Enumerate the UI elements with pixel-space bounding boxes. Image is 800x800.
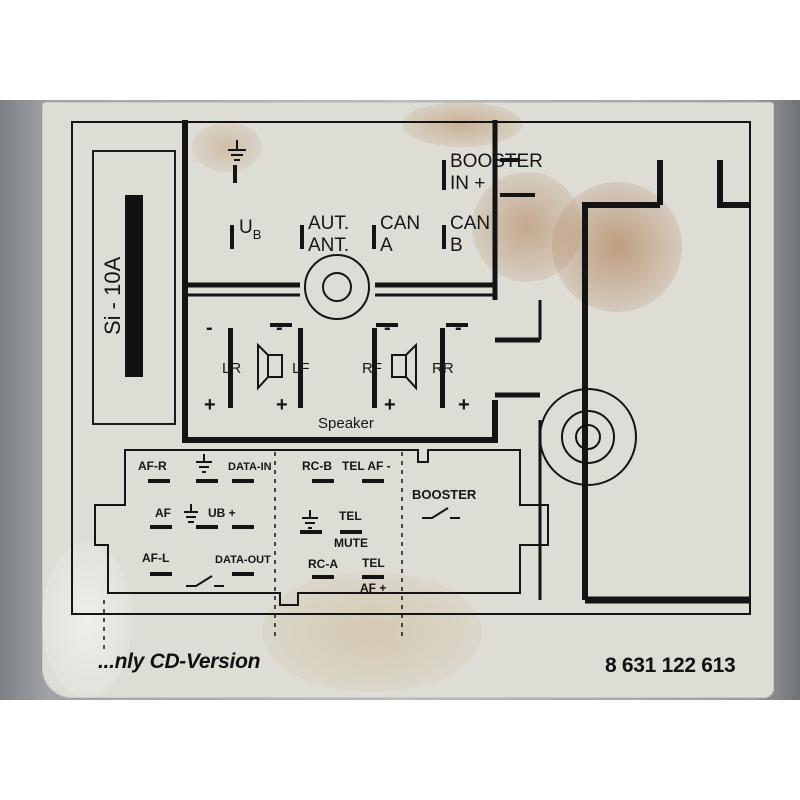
speaker-plus-lr: + — [204, 394, 216, 416]
aut-ant-label-1: AUT. — [308, 213, 350, 234]
ground-icon — [184, 140, 318, 529]
speaker-minus-rf: - — [384, 317, 391, 339]
speaker-plus-rr: + — [458, 394, 470, 416]
mute-label: MUTE — [334, 536, 368, 550]
speaker-minus-lf: - — [276, 317, 283, 339]
fuse-box — [92, 150, 176, 425]
data-out-label: DATA-OUT — [215, 554, 271, 566]
speaker-plus-lf: + — [276, 394, 288, 416]
speaker-channel-rf: RF — [362, 360, 382, 377]
ub-plus-label: UB + — [208, 506, 236, 520]
speaker-channel-lf: LF — [292, 360, 310, 377]
booster-in-label-2: IN + — [450, 173, 486, 194]
data-in-label: DATA-IN — [228, 461, 272, 473]
tel-af-plus-label-1: TEL — [362, 556, 385, 570]
can-b-label-2: B — [450, 235, 463, 256]
tel-label: TEL — [339, 509, 362, 523]
af-l-label: AF-L — [142, 551, 170, 565]
fuse-element — [125, 195, 143, 377]
speaker-plus-rf: + — [384, 394, 396, 416]
speaker-icons — [257, 342, 417, 391]
can-b-label-1: CAN — [450, 213, 491, 234]
speaker-minus-rr: - — [455, 317, 462, 339]
cd-version-text: ...nly CD-Version — [98, 650, 261, 673]
fuse-label: Si - 10A — [100, 256, 125, 335]
ub-label: UB — [239, 217, 262, 242]
speaker-channel-lr: LR — [222, 360, 242, 377]
speaker-minus-lr: - — [206, 317, 213, 339]
af-r-label: AF-R — [138, 459, 167, 473]
rc-a-label: RC-A — [308, 557, 338, 571]
speaker-channel-rr: RR — [432, 360, 454, 377]
af-ground-label: AF — [155, 506, 171, 520]
booster-label: BOOSTER — [412, 487, 477, 502]
aut-ant-label-2: ANT. — [308, 235, 350, 256]
part-number: 8 631 122 613 — [605, 654, 736, 677]
tel-af-minus-label: TEL AF - — [342, 459, 391, 473]
tel-af-plus-label-2: AF + — [360, 581, 387, 595]
booster-in-label-1: BOOSTER — [450, 151, 543, 172]
rc-b-label: RC-B — [302, 459, 332, 473]
can-a-label-1: CAN — [380, 213, 421, 234]
speaker-title: Speaker — [318, 415, 374, 432]
can-a-label-2: A — [380, 235, 393, 256]
